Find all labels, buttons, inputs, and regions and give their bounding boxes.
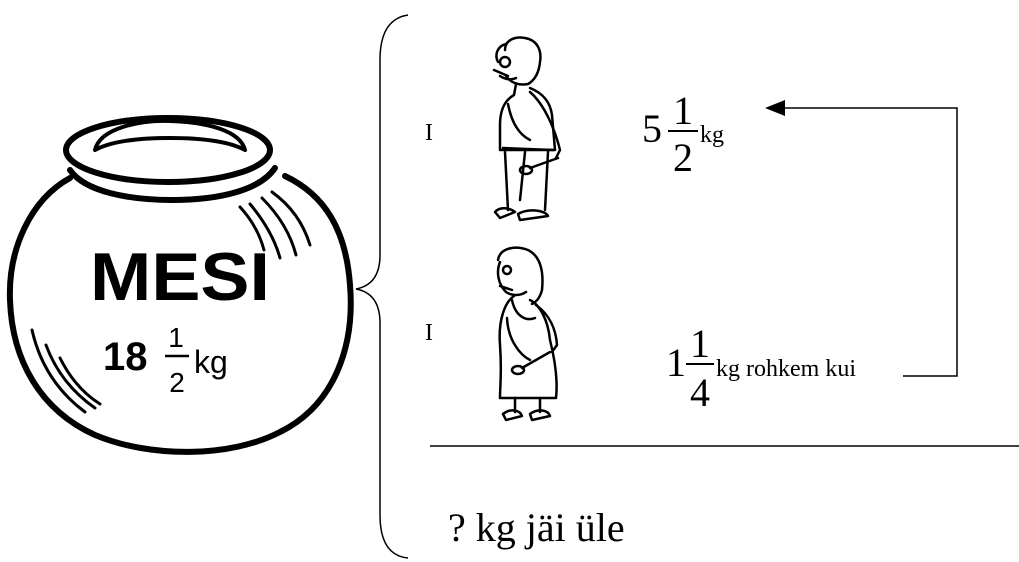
row1-amount-whole: 5 — [642, 106, 662, 151]
row2-amount-denominator: 4 — [690, 370, 710, 415]
row1-marker: I — [425, 120, 433, 146]
row1-amount-denominator: 2 — [673, 135, 693, 180]
jar-amount-denominator: 2 — [169, 367, 185, 398]
jar-amount-unit: kg — [194, 344, 228, 380]
row1-amount-numerator: 1 — [673, 88, 693, 133]
man-figure-icon — [492, 36, 562, 222]
jar-amount-numerator: 1 — [168, 322, 184, 353]
jar-label: MESI — [90, 239, 270, 315]
comparison-arrow — [765, 100, 958, 377]
row2-amount-unit: kg rohkem kui — [716, 356, 856, 382]
row2-amount-numerator: 1 — [690, 321, 710, 366]
curly-brace — [355, 14, 409, 559]
woman-figure-icon — [496, 246, 559, 422]
row1-amount-unit: kg — [700, 122, 724, 148]
jar-amount-whole: 18 — [103, 335, 148, 379]
row2-amount-whole: 1 — [666, 340, 686, 385]
question-text: ? kg jäi üle — [448, 505, 625, 550]
honey-jar-icon — [6, 115, 354, 455]
row2-marker: I — [425, 320, 433, 346]
